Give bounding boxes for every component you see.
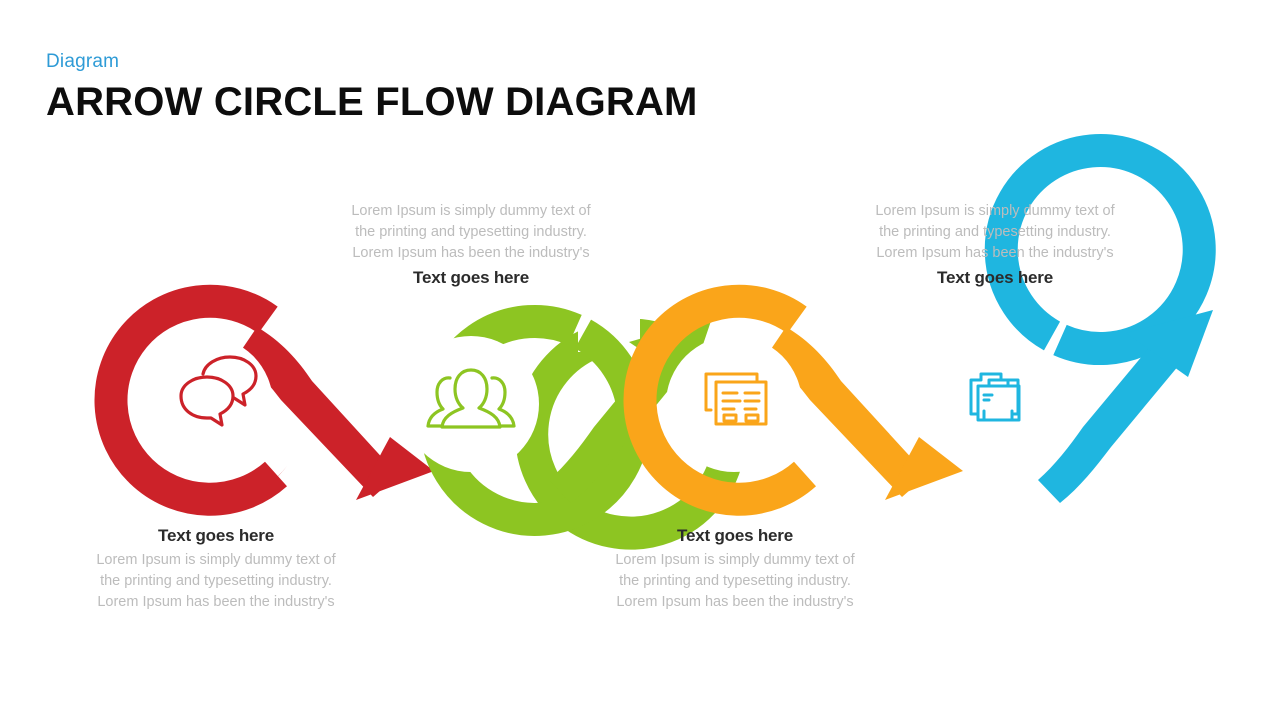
caption-step-4: Lorem Ipsum is simply dummy text of the … [845, 201, 1145, 290]
caption-body-line-1: Lorem Ipsum is simply dummy text of [96, 551, 336, 568]
caption-body: Lorem Ipsum is simply dummy text of the … [66, 550, 366, 613]
caption-body-line-3: Lorem Ipsum has been the industry's [876, 245, 1114, 262]
briefcase-icon [969, 372, 1021, 422]
caption-body: Lorem Ipsum is simply dummy text of the … [321, 201, 621, 264]
caption-body-line-2: the printing and typesetting industry. [355, 224, 587, 241]
chat-bubbles-icon [179, 355, 258, 427]
caption-body-line-3: Lorem Ipsum has been the industry's [352, 245, 590, 262]
step-1-arrow-head [356, 437, 434, 500]
step-2-inner-disc [403, 336, 539, 472]
page-title: ARROW CIRCLE FLOW DIAGRAM [46, 79, 698, 124]
kicker-label: Diagram [46, 51, 120, 72]
step-3-inner-disc [666, 336, 802, 472]
step-1-arrow-shaft [238, 327, 398, 497]
caption-heading: Text goes here [158, 526, 274, 545]
step-4-arrow-shaft [1038, 331, 1189, 503]
caption-body-line-3: Lorem Ipsum has been the industry's [97, 594, 335, 611]
step-3-ring [623, 284, 816, 516]
caption-heading: Text goes here [413, 268, 529, 288]
caption-body-line-1: Lorem Ipsum is simply dummy text of [875, 203, 1115, 219]
step-4-inner-disc [926, 336, 1062, 472]
caption-body-line-2: the printing and typesetting industry. [879, 224, 1111, 241]
documents-stack-icon [704, 372, 768, 426]
step-3-arrow-shaft [767, 327, 927, 497]
caption-body-line-1: Lorem Ipsum is simply dummy text of [351, 203, 591, 219]
caption-body: Lorem Ipsum is simply dummy text of the … [845, 201, 1145, 264]
caption-heading: Text goes here [937, 268, 1053, 288]
caption-step-1: Text goes here Lorem Ipsum is simply dum… [66, 524, 366, 613]
users-group-icon [426, 368, 516, 429]
step-3-arrow-head [885, 437, 963, 500]
caption-step-3: Text goes here Lorem Ipsum is simply dum… [585, 524, 885, 613]
caption-body-line-2: the printing and typesetting industry. [100, 572, 332, 589]
caption-body-line-3: Lorem Ipsum has been the industry's [616, 594, 854, 611]
slide-header: Diagram ARROW CIRCLE FLOW DIAGRAM [46, 51, 698, 125]
caption-heading: Text goes here [677, 526, 793, 545]
caption-step-2: Lorem Ipsum is simply dummy text of the … [321, 201, 621, 290]
flow-step-3-orange[interactable] [623, 284, 963, 516]
caption-body: Lorem Ipsum is simply dummy text of the … [585, 550, 885, 613]
step-1-inner-disc [137, 336, 273, 472]
flow-step-4-blue[interactable] [926, 134, 1216, 503]
caption-body-line-2: the printing and typesetting industry. [619, 572, 851, 589]
caption-body-line-1: Lorem Ipsum is simply dummy text of [615, 551, 855, 568]
step-1-ring [94, 284, 287, 516]
step-4-arrow-head [1126, 310, 1213, 377]
flow-step-1-red[interactable] [94, 284, 434, 516]
